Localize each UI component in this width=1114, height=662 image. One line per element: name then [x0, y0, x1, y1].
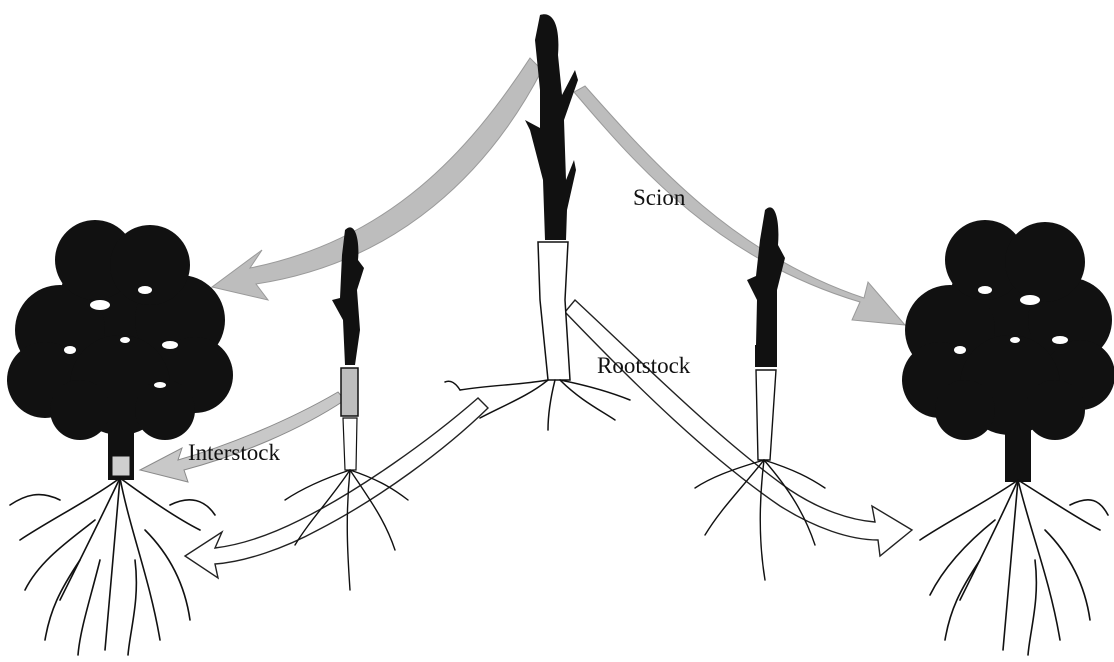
interstock-label: Interstock	[188, 441, 280, 464]
rootstock-to-right-tree-arrow	[565, 300, 912, 556]
scion-to-left-tree-arrow	[212, 58, 542, 300]
left-grafted-tree	[7, 220, 233, 655]
right-grafted-sapling	[695, 207, 825, 580]
right-grafted-tree	[902, 220, 1114, 655]
scion-to-right-tree-arrow	[574, 86, 905, 325]
central-scion	[525, 14, 578, 240]
rootstock-label: Rootstock	[597, 354, 690, 377]
scion-label: Scion	[633, 186, 685, 209]
